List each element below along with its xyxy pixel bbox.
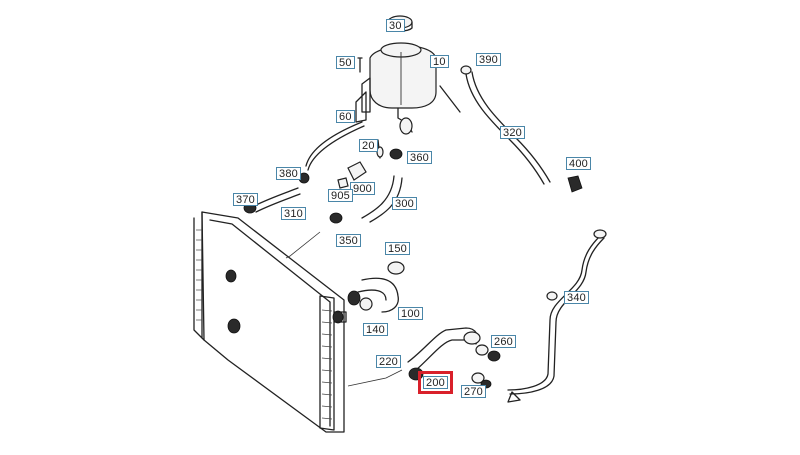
callout-905[interactable]: 905 [328,189,353,202]
callout-220[interactable]: 220 [376,355,401,368]
cooling-system-drawing [193,15,607,433]
callout-50[interactable]: 50 [336,56,355,69]
callout-350[interactable]: 350 [336,234,361,247]
parts-diagram: 30 50 10 390 60 320 20 360 400 380 900 9… [130,0,670,450]
callout-360[interactable]: 360 [407,151,432,164]
callout-20[interactable]: 20 [359,139,378,152]
callout-320[interactable]: 320 [500,126,525,139]
expansion-tank [355,42,437,135]
callout-380[interactable]: 380 [276,167,301,180]
callout-140[interactable]: 140 [363,323,388,336]
radiator [193,211,347,433]
callout-60[interactable]: 60 [336,110,355,123]
callout-390[interactable]: 390 [476,53,501,66]
callout-300[interactable]: 300 [392,197,417,210]
callout-270[interactable]: 270 [461,385,486,398]
callout-100[interactable]: 100 [398,307,423,320]
callout-200-selected[interactable]: 200 [418,371,453,394]
bolt [357,57,363,73]
callout-340[interactable]: 340 [564,291,589,304]
callout-400[interactable]: 400 [566,157,591,170]
callout-10[interactable]: 10 [430,55,449,68]
callout-310[interactable]: 310 [281,207,306,220]
callout-30[interactable]: 30 [386,19,405,32]
callout-900[interactable]: 900 [350,182,375,195]
callout-370[interactable]: 370 [233,193,258,206]
callout-260[interactable]: 260 [491,335,516,348]
callout-150[interactable]: 150 [385,242,410,255]
